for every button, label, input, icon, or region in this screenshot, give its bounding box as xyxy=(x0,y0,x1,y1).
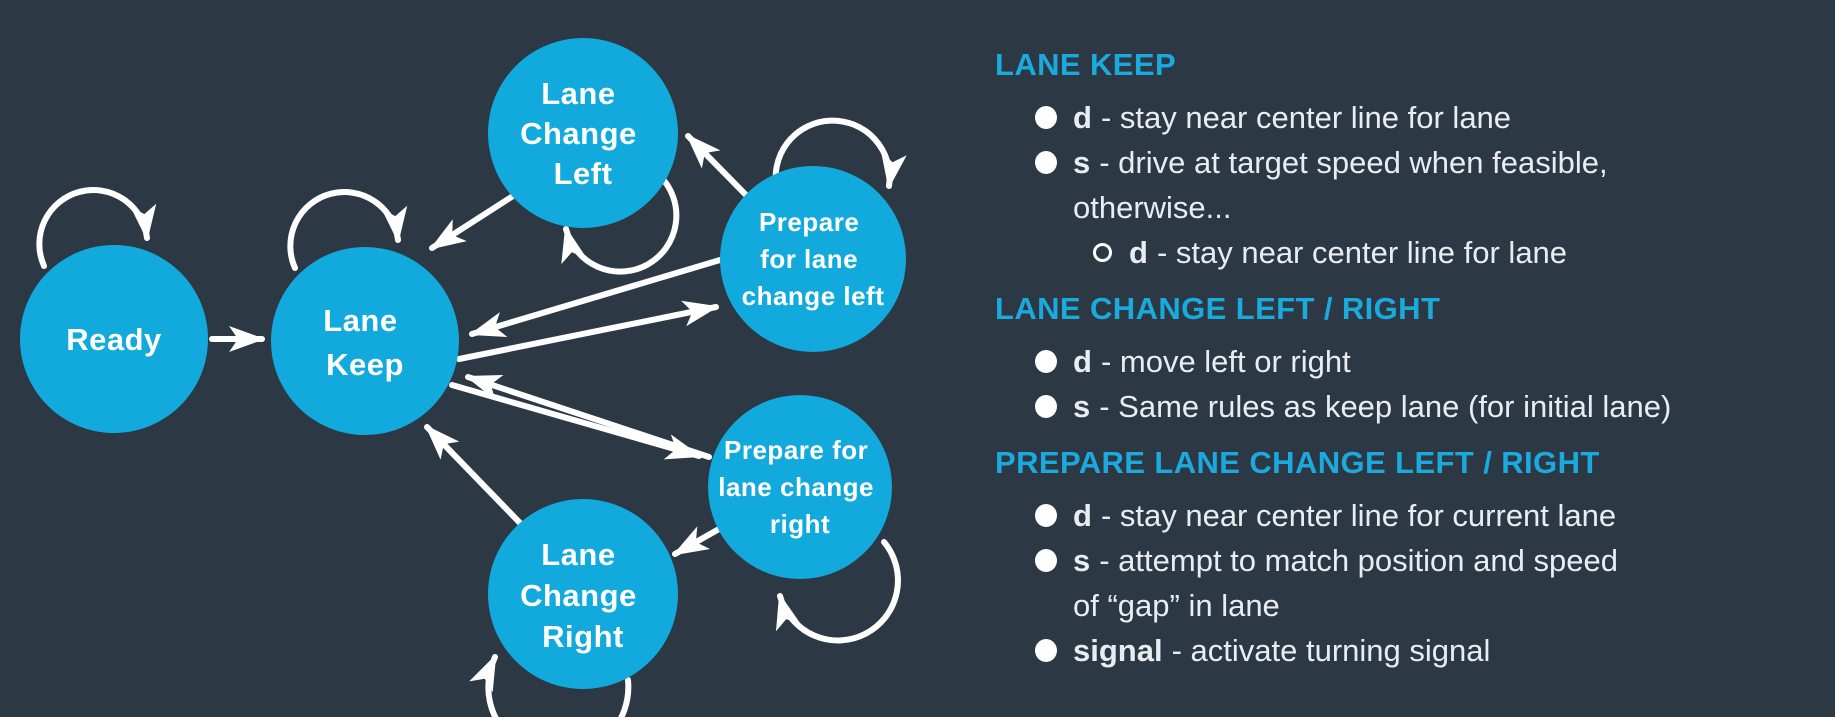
legend-text: - Same rules as keep lane (for initial l… xyxy=(1099,388,1672,424)
state-label: Lane Change Right xyxy=(520,537,646,654)
legend-text: otherwise... xyxy=(1073,189,1232,225)
bullet-icon xyxy=(1035,395,1057,418)
legend-panel: LANE KEEP d - stay near center line for … xyxy=(995,41,1835,673)
state-label: Lane Change Left xyxy=(520,76,646,191)
legend-key: d xyxy=(1073,99,1092,135)
state-circle xyxy=(20,245,208,433)
state-circle xyxy=(488,499,678,689)
legend-item: d - stay near center line for lane xyxy=(995,95,1835,140)
legend-item: s - attempt to match position and speed xyxy=(995,538,1835,583)
bullet-icon xyxy=(1035,151,1057,174)
bullet-box xyxy=(1035,350,1073,373)
bullet-box xyxy=(1035,106,1073,129)
legend-text: - move left or right xyxy=(1100,343,1351,379)
state-diagram: Ready Lane Keep Lane Change Left Prepare… xyxy=(20,38,907,717)
state-node-ready: Ready xyxy=(20,245,208,433)
legend-item: d - stay near center line for current la… xyxy=(995,493,1835,538)
legend-item-continuation: of “gap” in lane xyxy=(995,583,1835,628)
legend-item: s - drive at target speed when feasible, xyxy=(995,140,1835,185)
bullet-icon xyxy=(1035,549,1057,572)
legend-text: - stay near center line for lane xyxy=(1156,234,1568,270)
legend-text: - activate turning signal xyxy=(1171,632,1491,668)
edge-prepare-left-self-loop xyxy=(772,117,907,193)
legend-item: d - move left or right xyxy=(995,339,1835,384)
legend-key: d xyxy=(1073,497,1092,533)
legend-text: - attempt to match position and speed xyxy=(1099,542,1618,578)
edge-lane-change-left-self-loop xyxy=(561,173,680,275)
bullet-box xyxy=(1035,639,1073,662)
bullet-icon xyxy=(1035,639,1057,662)
bullet-icon xyxy=(1035,350,1057,373)
section-title: LANE KEEP xyxy=(995,47,1177,82)
bullet-box xyxy=(1035,151,1073,174)
legend-key: signal xyxy=(1073,632,1163,668)
edge-prepare-left-to-lane-change-left xyxy=(685,133,750,199)
edge-prepare-left-to-lane-keep xyxy=(469,257,723,338)
legend-item: signal - activate turning signal xyxy=(995,628,1835,673)
edge-lane-change-right-to-lane-keep xyxy=(424,424,524,527)
legend-text: of “gap” in lane xyxy=(1073,587,1280,623)
edge-prepare-right-to-lane-keep xyxy=(465,374,712,460)
state-label: Prepare for lane change right xyxy=(718,435,882,539)
legend-section-lane-change: LANE CHANGE LEFT / RIGHT d - move left o… xyxy=(995,285,1835,429)
state-label: Ready xyxy=(66,322,162,357)
legend-item-continuation: otherwise... xyxy=(995,185,1835,230)
legend-item: s - Same rules as keep lane (for initial… xyxy=(995,384,1835,429)
bullet-box xyxy=(1035,504,1073,527)
bullet-icon xyxy=(1035,504,1057,527)
legend-section-lane-keep: LANE KEEP d - stay near center line for … xyxy=(995,41,1835,275)
bullet-box xyxy=(1093,243,1129,262)
legend-text: - stay near center line for current lane xyxy=(1100,497,1617,533)
edge-ready-self-loop xyxy=(36,187,157,269)
legend-key: d xyxy=(1129,234,1148,270)
bullet-box xyxy=(1035,395,1073,418)
state-node-prepare-lane-change-right: Prepare for lane change right xyxy=(708,395,892,579)
legend-text: - drive at target speed when feasible, xyxy=(1099,144,1608,180)
legend-text: - stay near center line for lane xyxy=(1100,99,1512,135)
state-label: Prepare for lane change left xyxy=(742,207,885,311)
state-node-lane-change-left: Lane Change Left xyxy=(488,38,678,228)
edge-lane-change-right-self-loop xyxy=(469,654,632,717)
edge-lane-change-left-to-lane-keep xyxy=(429,193,516,251)
sub-bullet-icon xyxy=(1093,243,1112,262)
edge-prepare-right-self-loop xyxy=(776,539,901,644)
section-title: LANE CHANGE LEFT / RIGHT xyxy=(995,291,1441,326)
state-circle xyxy=(271,247,459,435)
state-label: Lane Keep xyxy=(323,303,406,382)
edge-lane-keep-self-loop xyxy=(287,189,408,271)
legend-key: d xyxy=(1073,343,1092,379)
state-node-lane-change-right: Lane Change Right xyxy=(488,499,678,689)
legend-section-prepare-lane-change: PREPARE LANE CHANGE LEFT / RIGHT d - sta… xyxy=(995,439,1835,673)
edge-lane-keep-to-prepare-left xyxy=(456,300,719,362)
state-node-prepare-lane-change-left: Prepare for lane change left xyxy=(720,166,906,352)
bullet-icon xyxy=(1035,106,1057,129)
legend-key: s xyxy=(1073,388,1091,424)
state-node-lane-keep: Lane Keep xyxy=(271,247,459,435)
section-title: PREPARE LANE CHANGE LEFT / RIGHT xyxy=(995,445,1600,480)
edge-lane-keep-to-prepare-right xyxy=(449,382,702,460)
legend-key: s xyxy=(1073,144,1091,180)
edge-prepare-right-to-lane-change-right xyxy=(672,526,722,557)
legend-key: s xyxy=(1073,542,1091,578)
bullet-box xyxy=(1035,549,1073,572)
state-circle xyxy=(720,166,906,352)
state-circle xyxy=(708,395,892,579)
state-circle xyxy=(488,38,678,228)
legend-subitem: d - stay near center line for lane xyxy=(995,230,1835,275)
